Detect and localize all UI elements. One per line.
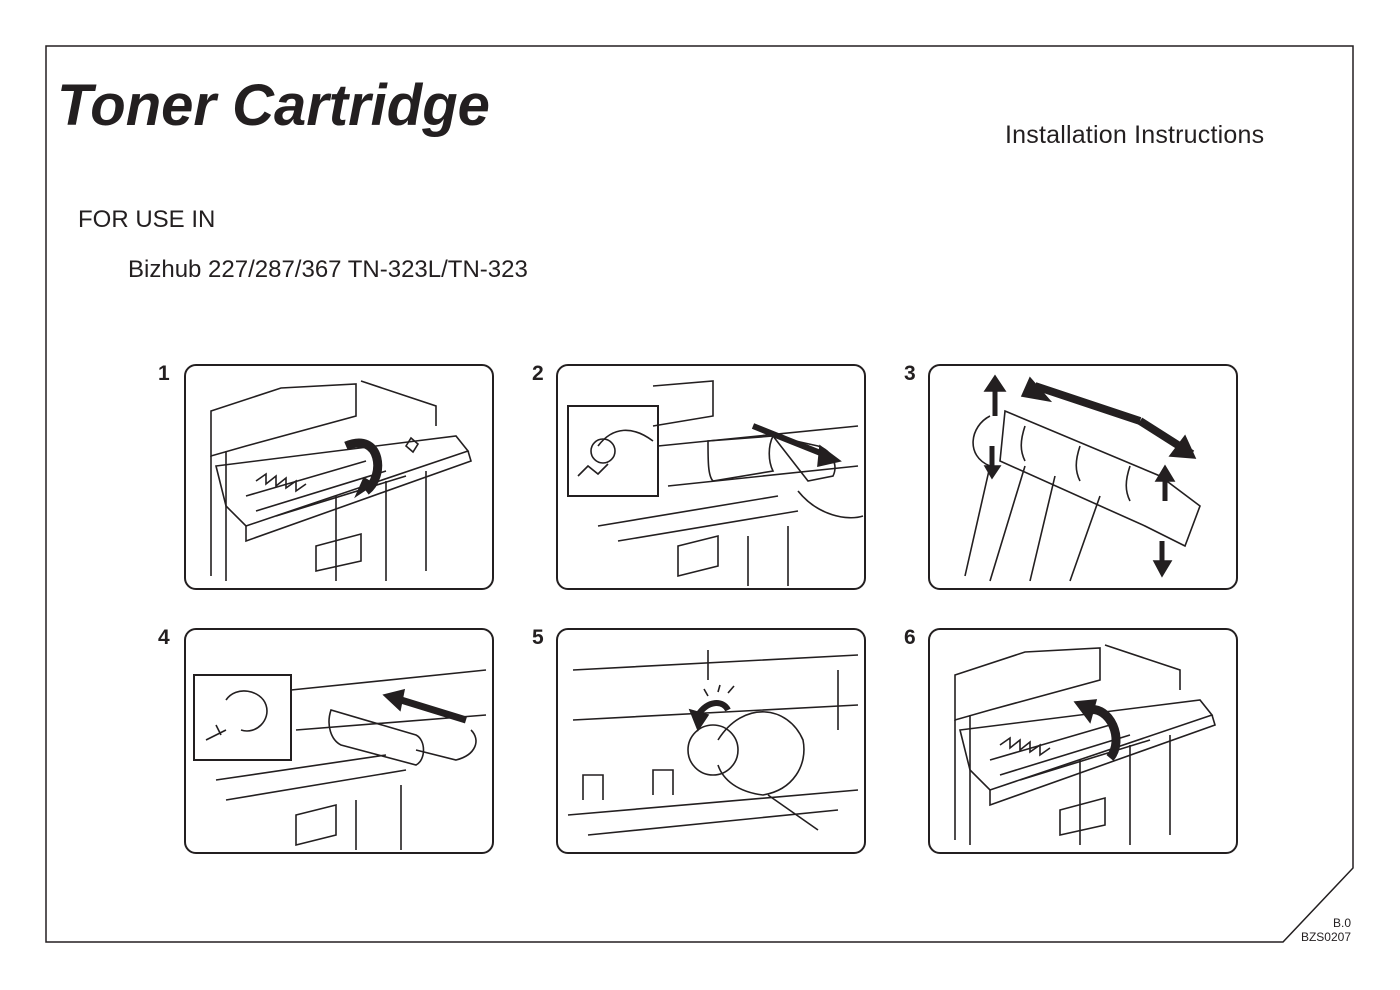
step-1-illustration [184,364,494,590]
for-use-label: FOR USE IN [78,206,216,233]
step-5-illustration [556,628,866,854]
step-number-1: 1 [158,362,170,385]
compatible-models: Bizhub 227/287/367 TN-323L/TN-323 [128,256,528,283]
version-label: B.0 [1332,916,1351,930]
step-3-illustration [928,364,1238,590]
document-footer: B.0 BZS0207 [1301,916,1351,944]
step-2-illustration [556,364,866,590]
document-subtitle: Installation Instructions [1005,121,1265,149]
step-number-5: 5 [532,626,544,649]
document-title: Toner Cartridge [57,73,490,138]
step-number-6: 6 [904,626,916,649]
step-4-illustration [184,628,494,854]
step-number-4: 4 [158,626,170,649]
step-6-illustration [928,628,1238,854]
step-number-2: 2 [532,362,544,385]
step-number-3: 3 [904,362,916,385]
document-code: BZS0207 [1300,930,1351,944]
